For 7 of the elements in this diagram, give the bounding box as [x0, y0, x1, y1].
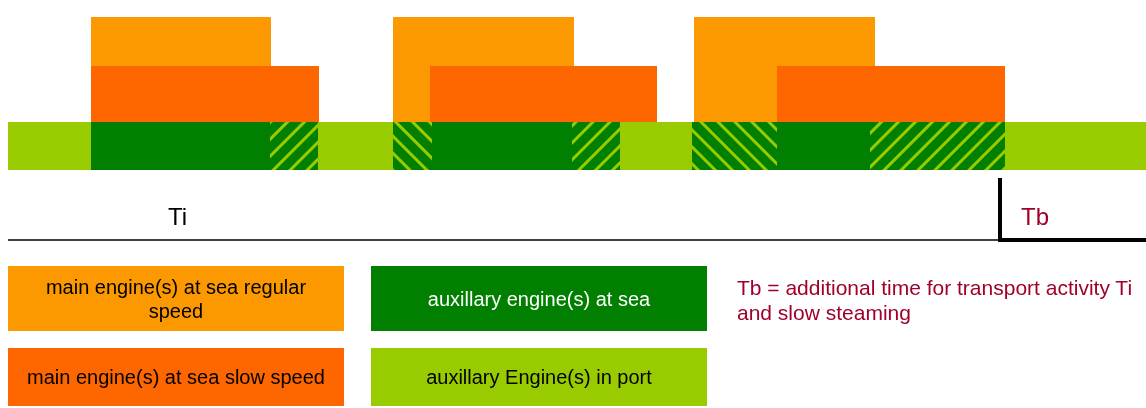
- legend-item: main engine(s) at sea regular speed: [8, 266, 344, 331]
- time-label: Ti: [168, 203, 188, 232]
- note-text: Tb = additional time for transport activity Ti and slow steaming: [737, 275, 1134, 326]
- legend-item: auxillary engine(s) at sea: [371, 266, 707, 331]
- legend-item: main engine(s) at sea slow speed: [8, 348, 344, 406]
- time-label: Tb: [1021, 203, 1049, 232]
- legend-item: auxillary Engine(s) in port: [371, 348, 707, 406]
